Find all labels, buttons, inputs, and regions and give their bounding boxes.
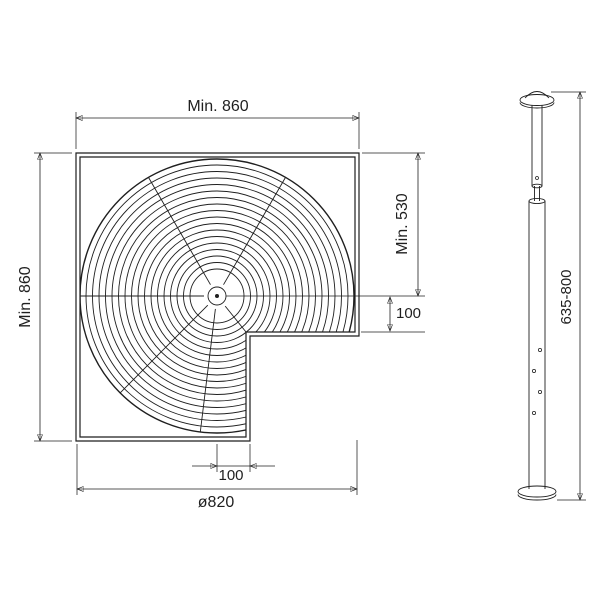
pole-top-flange (519, 91, 555, 109)
basket-hub (207, 286, 227, 306)
pole-lower-tube (528, 197, 546, 489)
dim-diameter-label: ø820 (198, 494, 235, 511)
dim-top-width: Min. 860 (76, 98, 359, 149)
dim-left-height-label: Min. 860 (17, 266, 34, 327)
top-view: Min. 860 Min. 860 Min. 530 100 (17, 98, 425, 511)
dim-pole-height: 635-800 (551, 92, 586, 500)
dim-diameter: ø820 (77, 440, 357, 511)
dim-top-width-label: Min. 860 (187, 98, 248, 115)
pole-upper-tube (531, 105, 543, 189)
dim-right-offset: 100 (361, 297, 425, 333)
dim-left-height: Min. 860 (17, 153, 72, 441)
dim-bottom-offset: 100 (192, 444, 275, 484)
dim-right-offset-label: 100 (396, 305, 421, 322)
basket-spokes (80, 177, 286, 433)
pole-base-flange (517, 485, 557, 501)
pole-view: 635-800 (517, 91, 586, 501)
dim-right-depth: Min. 530 (362, 153, 425, 296)
dim-pole-height-label: 635-800 (558, 269, 575, 324)
dim-right-depth-label: Min. 530 (394, 193, 411, 254)
dim-bottom-offset-label: 100 (218, 467, 243, 484)
